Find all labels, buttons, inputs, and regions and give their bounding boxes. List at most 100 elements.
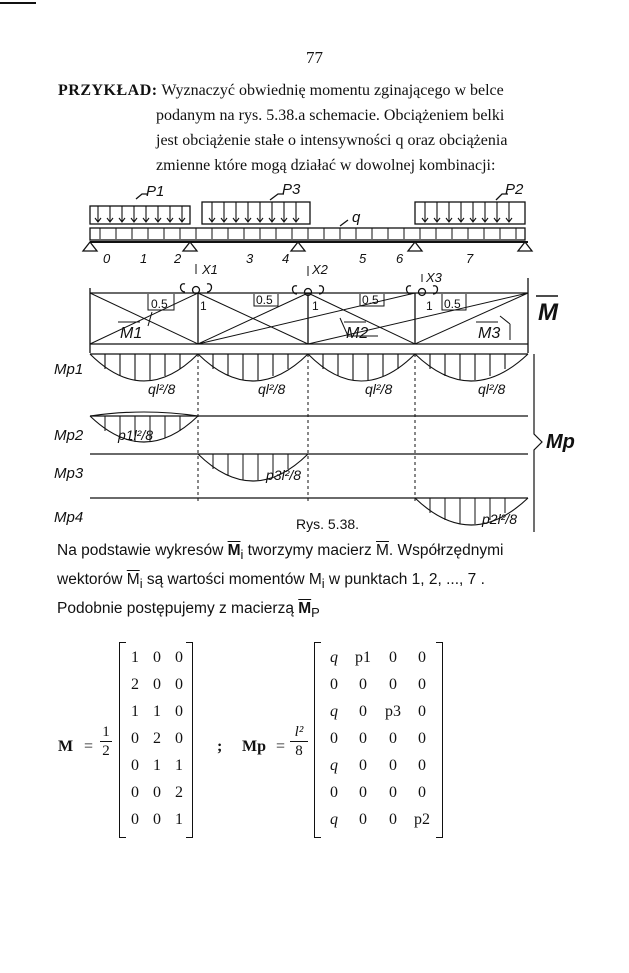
span-dividers xyxy=(197,354,416,504)
support-0 xyxy=(81,240,99,252)
unit-values: 0.5 0.5 0.5 0.5 xyxy=(151,293,461,311)
matrix-m-cell: 1 xyxy=(153,703,161,720)
matrix-mp-cell: 0 xyxy=(389,811,397,828)
matrix-m-cell: 0 xyxy=(175,703,183,720)
page-number: 77 xyxy=(306,48,323,67)
node-5: 5 xyxy=(359,251,367,266)
after-2d: są wartości momentów M xyxy=(142,571,322,589)
matrix-mp-coef-bar xyxy=(290,741,308,742)
p1-moment: p1l²/8 xyxy=(117,427,153,443)
node-1: 1 xyxy=(140,251,147,266)
node-7: 7 xyxy=(466,251,474,266)
redundant-moment-arrows xyxy=(179,283,439,295)
matrix-mp-cell: 0 xyxy=(330,676,338,693)
mp3-parabola xyxy=(197,453,309,482)
mp-brace xyxy=(533,354,543,532)
support-4 xyxy=(289,240,307,252)
label-x1: X1 xyxy=(201,262,218,277)
matrix-m-cell: 0 xyxy=(153,784,161,801)
beam-figure: P1 P3 P2 q 0 1 2 3 4 5 6 7 X1 X2 X3 0.5 … xyxy=(54,181,575,532)
mp1-parabolas xyxy=(89,353,529,382)
p2-leader xyxy=(495,193,508,201)
matrix-m-cell: 1 xyxy=(131,703,139,720)
hinge-label-3: 1 xyxy=(426,299,433,313)
p-moment-labels: p1l²/8 p3l²/8 p2l²/8 xyxy=(117,427,517,527)
node-4: 4 xyxy=(282,251,289,266)
after-1c: i xyxy=(240,547,244,563)
label-x3: X3 xyxy=(425,270,443,285)
label-mp: Mp xyxy=(546,431,575,453)
label-mp4: Mp4 xyxy=(54,509,83,526)
label-mp1: Mp1 xyxy=(54,361,83,378)
after-line-1: Na podstawie wykresów Mi tworzymy macier… xyxy=(57,538,597,567)
matrix-mp-cell: 0 xyxy=(330,784,338,801)
after-1e: M xyxy=(376,542,389,559)
node-6: 6 xyxy=(396,251,404,266)
p2-load-arrows xyxy=(421,202,513,223)
intro-line-4: zmienne które mogą działać w dowolnej ko… xyxy=(156,157,496,174)
matrix-m-cell: 0 xyxy=(153,811,161,828)
matrix-mp-cell: 0 xyxy=(359,757,367,774)
after-1f: . Współrzędnymi xyxy=(388,542,504,559)
matrix-m-cell: 0 xyxy=(131,730,139,747)
unit-value-2: 0.5 xyxy=(256,293,273,307)
matrix-m-eq: = xyxy=(84,738,94,755)
matrix-mp-coef-den: 8 xyxy=(295,743,303,759)
matrix-m-cell: 2 xyxy=(131,676,139,693)
after-2f: w punktach 1, 2, ..., 7 . xyxy=(324,571,485,589)
unit-diagram-labels: M1 M2 M3 xyxy=(120,325,500,342)
label-m1: M1 xyxy=(120,325,142,342)
matrix-m-cell: 0 xyxy=(175,649,183,666)
unit-value-1: 0.5 xyxy=(151,297,168,311)
after-2e: i xyxy=(321,576,325,592)
matrix-mp-eq: = xyxy=(276,738,286,755)
matrix-mp-label: Mp xyxy=(242,738,266,755)
after-line-2: wektorów Mi są wartości momentów Mi w pu… xyxy=(57,567,597,596)
unit-value-4: 0.5 xyxy=(444,297,461,311)
unit-value-3: 0.5 xyxy=(362,293,379,307)
q-moment-labels: ql²/8 ql²/8 ql²/8 ql²/8 xyxy=(148,381,505,397)
matrix-m-left-bracket xyxy=(119,642,126,838)
node-3: 3 xyxy=(246,251,254,266)
after-1b: M xyxy=(227,542,241,559)
matrix-m-cell: 0 xyxy=(153,676,161,693)
example-intro: PRZYKŁAD: Wyznaczyć obwiednię momentu zg… xyxy=(58,78,578,178)
matrix-mp-left-bracket xyxy=(314,642,321,838)
matrix-m-right-bracket xyxy=(186,642,193,838)
q-leader xyxy=(339,219,349,227)
after-text: Na podstawie wykresów Mi tworzymy macier… xyxy=(57,538,597,625)
matrix-mp-cell: 0 xyxy=(359,676,367,693)
matrix-m-coef-den: 2 xyxy=(102,743,110,759)
matrix-m-cell: 1 xyxy=(175,757,183,774)
label-x2: X2 xyxy=(311,262,329,277)
hinge-label-1: 1 xyxy=(200,299,207,313)
after-1a: Na podstawie wykresów xyxy=(57,542,228,559)
p3-load-arrows xyxy=(208,202,300,223)
matrix-m-coef-bar xyxy=(100,741,112,742)
matrix-mp-cell: 0 xyxy=(418,730,426,747)
matrix-mp-cell: 0 xyxy=(389,784,397,801)
matrix-mp-cell: p2 xyxy=(414,811,430,828)
matrix-m-cell: 0 xyxy=(131,784,139,801)
after-3c: P xyxy=(311,605,320,621)
matrix-mp-cell: q xyxy=(330,757,338,774)
intro-line-1-text: Wyznaczyć obwiednię momentu zginającego … xyxy=(157,82,504,99)
label-m-bar: M xyxy=(538,299,559,326)
after-2a: wektorów xyxy=(57,571,127,589)
figure-caption: Rys. 5.38. xyxy=(296,516,360,532)
matrix-m-cell: 1 xyxy=(153,757,161,774)
matrix-mp-cell: 0 xyxy=(330,730,338,747)
mp4-hatch xyxy=(429,498,506,524)
matrix-m-cell: 0 xyxy=(175,676,183,693)
support-8 xyxy=(516,240,534,252)
support-6 xyxy=(406,240,424,252)
node-2: 2 xyxy=(173,251,182,266)
p3-moment: p3l²/8 xyxy=(265,467,301,483)
node-numbers: 0 1 2 3 4 5 6 7 xyxy=(103,251,474,266)
matrix-mp-cell: 0 xyxy=(389,757,397,774)
matrix-m-cell: 2 xyxy=(153,730,161,747)
mp2-hatch xyxy=(104,416,181,442)
matrix-m-cell: 2 xyxy=(175,784,183,801)
label-m2: M2 xyxy=(346,325,368,342)
